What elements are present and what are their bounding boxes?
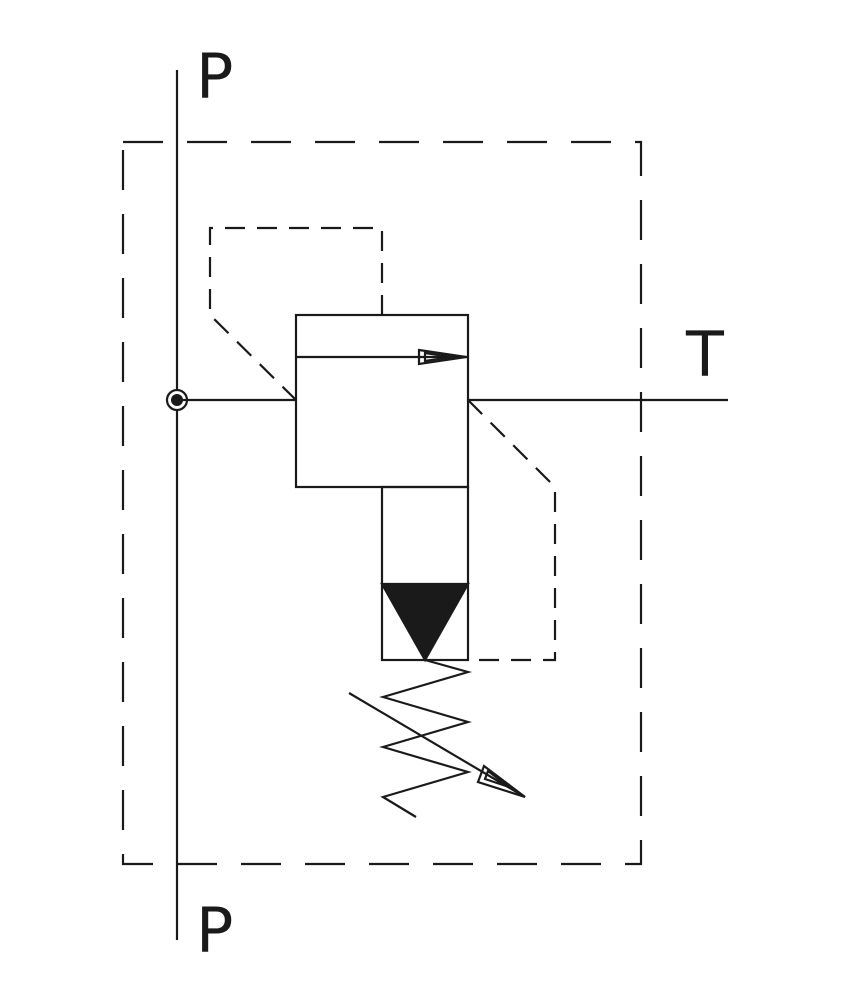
spring-icon	[379, 658, 472, 818]
drain-line	[467, 399, 557, 662]
port-label-p-top: P	[196, 40, 233, 113]
valve-housing-enclosure	[121, 140, 643, 866]
seat-cone-icon	[380, 582, 470, 663]
flow-arrow-icon	[296, 348, 468, 366]
port-label-t: T	[685, 318, 725, 391]
valve-body	[294, 313, 470, 489]
port-label-p-bottom: P	[196, 894, 233, 967]
pilot-line-inlet	[208, 226, 384, 401]
adjustment-arrow-icon	[348, 692, 526, 799]
